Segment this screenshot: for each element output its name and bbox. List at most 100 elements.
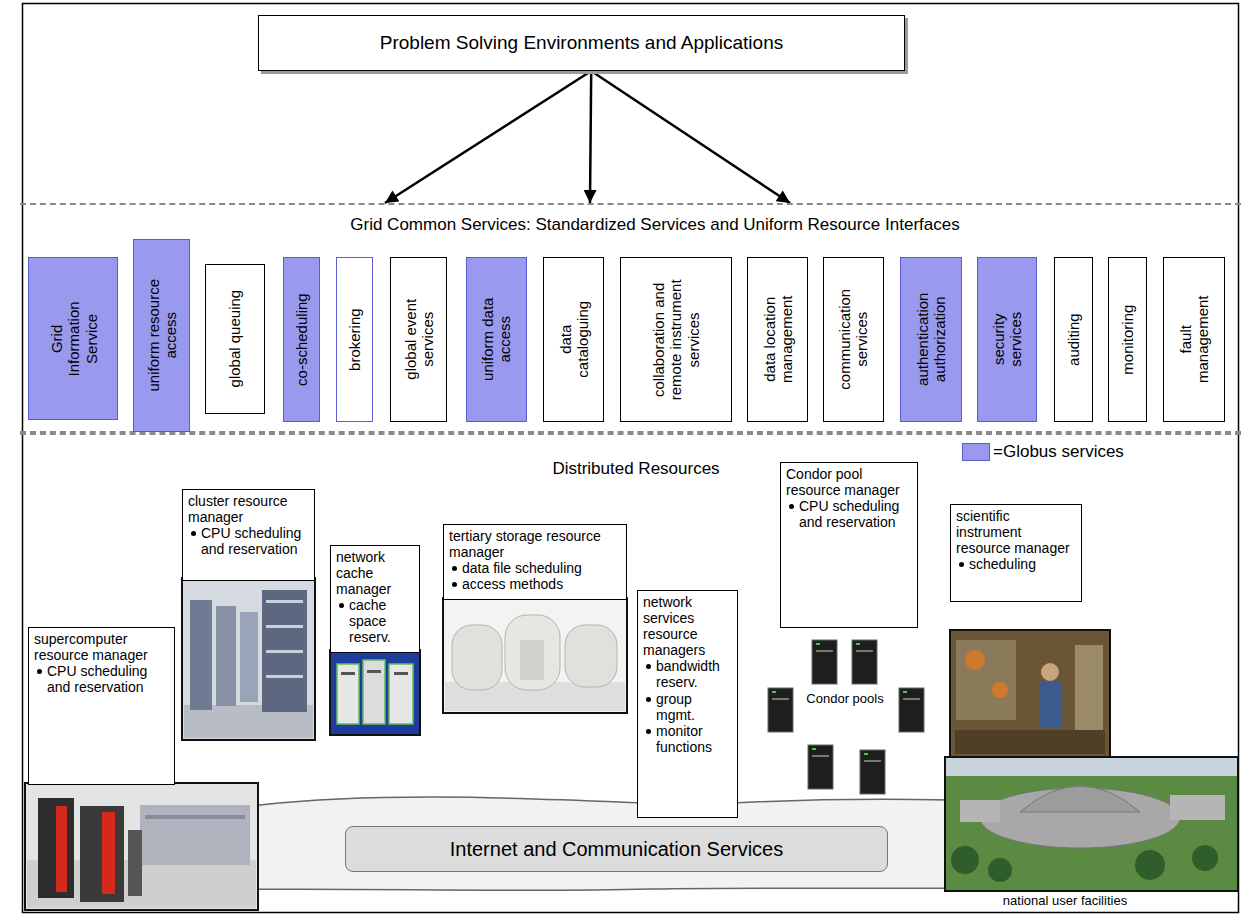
service-label: data cataloguing: [556, 295, 591, 385]
tape-silo: [565, 625, 617, 687]
text-row: CPU scheduling and reservation: [786, 498, 912, 530]
text-row: CPU scheduling and reservation: [34, 663, 169, 695]
service-label: uniform data access: [479, 287, 514, 392]
flow-arrow: [590, 71, 591, 203]
rack-light: [266, 675, 303, 678]
service-box: uniform resource access: [133, 239, 190, 432]
server-bay: [812, 755, 829, 757]
resource-manager-box: cluster resource managerCPU scheduling a…: [182, 489, 315, 581]
manager-title: tertiary storage resource manager: [449, 528, 621, 560]
manager-function: monitor functions: [656, 723, 732, 755]
service-label: communication services: [836, 282, 871, 397]
tree: [988, 858, 1012, 882]
service-label: global event services: [401, 290, 436, 390]
manager-function: cache space reserv.: [349, 597, 414, 645]
resource-manager-box: tertiary storage resource managerdata fi…: [443, 524, 627, 600]
application-label: Problem Solving Environments and Applica…: [380, 32, 783, 54]
server-tower: [768, 688, 793, 732]
cache-cabinet: [337, 664, 359, 724]
service-box: data location management: [747, 257, 808, 422]
service-box: uniform data access: [466, 257, 527, 422]
bullet-dot: [452, 582, 457, 587]
rack: [240, 612, 258, 702]
service-box: Grid Information Service: [28, 257, 118, 420]
service-label: security services: [990, 300, 1025, 380]
machine-stripe: [145, 815, 245, 819]
resource-manager-box: supercomputer resource managerCPU schedu…: [28, 627, 175, 785]
cabinet: [38, 798, 74, 898]
service-label: uniform resource access: [144, 266, 179, 406]
service-box: global queuing: [205, 264, 265, 414]
server-led: [903, 691, 907, 693]
person-body: [1039, 682, 1062, 727]
silo-door: [520, 640, 544, 680]
condor-servers: [768, 640, 924, 794]
apparatus-part: [965, 650, 985, 670]
service-label: fault management: [1177, 295, 1212, 385]
server-bay: [772, 698, 789, 700]
service-box: monitoring: [1108, 257, 1147, 422]
photo-frame: [182, 578, 315, 740]
service-label: global queuing: [226, 269, 243, 409]
tape-silo: [452, 625, 502, 690]
service-box: global event services: [390, 257, 447, 422]
manager-function: bandwidth reserv.: [656, 658, 732, 690]
service-label: authentication authorization: [914, 282, 949, 397]
service-box: authentication authorization: [900, 257, 962, 422]
server-tower: [860, 750, 885, 794]
server-tower: [808, 745, 833, 789]
cabinet: [128, 830, 142, 896]
server-led: [816, 643, 820, 645]
sky: [946, 758, 1237, 776]
photo-frame: [330, 650, 420, 735]
machine-row: [140, 805, 250, 865]
rack-light: [266, 625, 303, 628]
photo-frame: [443, 598, 627, 713]
text-row: monitor functions: [643, 723, 732, 755]
service-label: co-scheduling: [293, 265, 310, 415]
service-box: data cataloguing: [543, 257, 604, 422]
drive-slot: [341, 672, 355, 675]
cabinet: [80, 806, 124, 902]
flow-arrow: [385, 71, 591, 203]
manager-title: cluster resource manager: [188, 493, 309, 525]
server-led: [772, 691, 776, 693]
manager-title: scientific instrument resource manager: [956, 508, 1076, 556]
manager-function: scheduling: [969, 556, 1076, 572]
tree: [951, 846, 979, 874]
tree: [1135, 850, 1165, 880]
manager-function: data file scheduling: [462, 560, 621, 576]
tape-silo: [505, 615, 560, 690]
drive-slot: [394, 672, 408, 675]
manager-title: network cache manager: [336, 549, 414, 597]
apparatus: [956, 640, 1016, 720]
person-head: [1041, 663, 1059, 681]
layer-band: Distributed Resourcessupercomputer resou…: [20, 433, 1241, 915]
bullet-dot: [789, 504, 794, 509]
manager-title: supercomputer resource manager: [34, 631, 169, 663]
text-row: access methods: [449, 576, 621, 592]
server-bay: [816, 650, 833, 652]
photo-frame: [945, 757, 1238, 891]
resource-manager-box: network cache managercache space reserv.: [330, 545, 420, 653]
manager-function: CPU scheduling and reservation: [201, 525, 309, 557]
text-row: scheduling: [956, 556, 1076, 572]
legend-label: =Globus services: [993, 442, 1124, 462]
dome: [1020, 786, 1140, 812]
server-bay: [903, 698, 920, 700]
cabinet-stripe: [56, 806, 67, 892]
cache-photo: [330, 650, 420, 735]
service-box: brokering: [336, 257, 373, 422]
service-label: brokering: [346, 265, 363, 415]
text-row: network cache manager: [336, 549, 414, 597]
tree: [1192, 845, 1218, 871]
manager-title: Condor pool resource manager: [786, 466, 912, 498]
building: [1170, 795, 1225, 820]
drive-slot: [367, 670, 381, 673]
layer-heading: Grid Common Services: Standardized Servi…: [20, 205, 1241, 235]
rack-light: [266, 600, 303, 603]
flow-arrow: [591, 71, 790, 203]
rack: [262, 590, 307, 712]
text-row: tertiary storage resource manager: [449, 528, 621, 560]
text-row: cache space reserv.: [336, 597, 414, 645]
